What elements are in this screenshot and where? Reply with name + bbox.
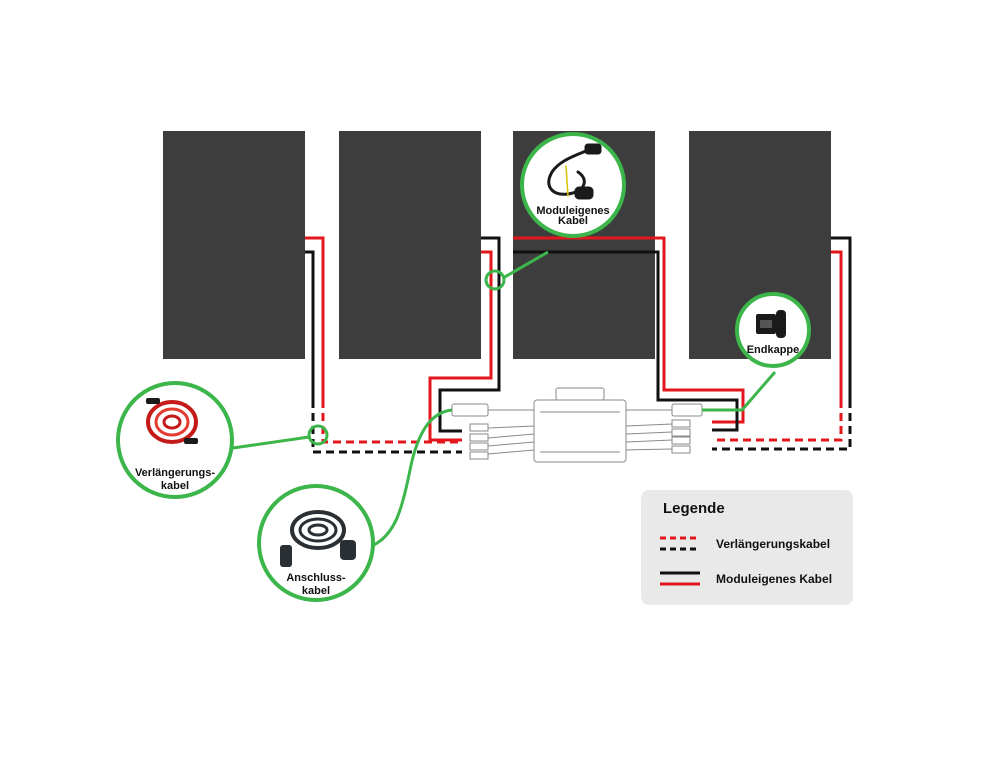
callout-connection-cable: Anschluss- kabel bbox=[257, 484, 375, 602]
solar-panel-2 bbox=[339, 131, 481, 359]
dc-lead bbox=[625, 448, 673, 451]
callout-circle bbox=[520, 132, 626, 238]
dc-connector bbox=[469, 423, 489, 432]
extension-cable-icon bbox=[146, 398, 198, 444]
extension-cable-left-black bbox=[311, 400, 462, 454]
micro-inverter bbox=[451, 387, 703, 463]
dc-lead bbox=[625, 423, 673, 427]
callout-circle bbox=[257, 484, 375, 602]
callout-extension-cable-line1: Verlängerungs- bbox=[135, 467, 215, 479]
legend-swatch-module bbox=[660, 571, 700, 586]
callout-connectors bbox=[232, 250, 777, 548]
callout-ring-module bbox=[484, 269, 506, 291]
module-cable-icon bbox=[547, 143, 602, 200]
dc-lead bbox=[487, 441, 535, 447]
legend: Legende Verlängerungskabel Moduleigenes … bbox=[641, 490, 853, 605]
dc-lead bbox=[625, 439, 673, 443]
dc-lead bbox=[487, 433, 535, 439]
callout-line-extension bbox=[232, 435, 310, 450]
module-cable-p1-black bbox=[305, 250, 315, 400]
callout-line-endcap bbox=[702, 371, 777, 412]
module-cable-p2-red bbox=[428, 250, 493, 442]
callout-extension-cable-line2: kabel bbox=[161, 480, 189, 492]
legend-title: Legende bbox=[663, 500, 725, 517]
callout-line-connection bbox=[371, 408, 453, 548]
legend-label-extension: Verlängerungskabel bbox=[716, 537, 830, 551]
module-cable-p3-black bbox=[513, 250, 739, 432]
callout-line-module bbox=[502, 250, 549, 280]
ac-connector bbox=[451, 403, 489, 417]
dc-connector bbox=[469, 451, 489, 460]
legend-label-module: Moduleigenes Kabel bbox=[716, 572, 832, 586]
end-cap-connector bbox=[671, 403, 703, 417]
dc-connector bbox=[671, 419, 691, 428]
dc-connector bbox=[671, 436, 691, 445]
inverter-body bbox=[533, 399, 627, 463]
extension-cable-right-red bbox=[712, 400, 843, 442]
module-cable-p1-red bbox=[305, 236, 325, 400]
module-cable-p4-red bbox=[831, 250, 843, 400]
dc-lead bbox=[487, 425, 535, 429]
extension-cable-right-black bbox=[712, 400, 852, 451]
callout-module-cable-line1: Moduleigenes bbox=[536, 205, 609, 217]
callout-end-cap: Endkappe bbox=[735, 292, 811, 368]
inverter-top-bracket bbox=[555, 387, 605, 401]
legend-box bbox=[641, 490, 853, 605]
callout-connection-cable-line1: Anschluss- bbox=[286, 572, 346, 584]
callout-connection-cable-line2: kabel bbox=[302, 585, 330, 597]
connection-cable-icon bbox=[280, 510, 356, 567]
module-cables bbox=[305, 236, 852, 442]
callout-extension-cable: Verlängerungs- kabel bbox=[116, 381, 234, 499]
callout-ring-extension bbox=[307, 424, 329, 446]
dc-connector bbox=[469, 433, 489, 442]
end-cap-icon bbox=[756, 310, 786, 338]
solar-panel-1 bbox=[163, 131, 305, 359]
callout-end-cap-label: Endkappe bbox=[747, 344, 800, 356]
dc-connector bbox=[671, 445, 691, 454]
solar-panels bbox=[163, 131, 831, 359]
callout-module-cable: Moduleigenes Kabel bbox=[520, 132, 626, 238]
module-cable-p2-black bbox=[438, 236, 501, 433]
dc-lead bbox=[487, 449, 535, 455]
callout-module-cable-line2: Kabel bbox=[558, 215, 588, 227]
legend-swatch-extension bbox=[660, 536, 700, 551]
dc-connector bbox=[469, 442, 489, 451]
dc-connector bbox=[671, 428, 691, 437]
dc-lead bbox=[625, 431, 673, 435]
module-cable-p4-black bbox=[831, 236, 852, 400]
